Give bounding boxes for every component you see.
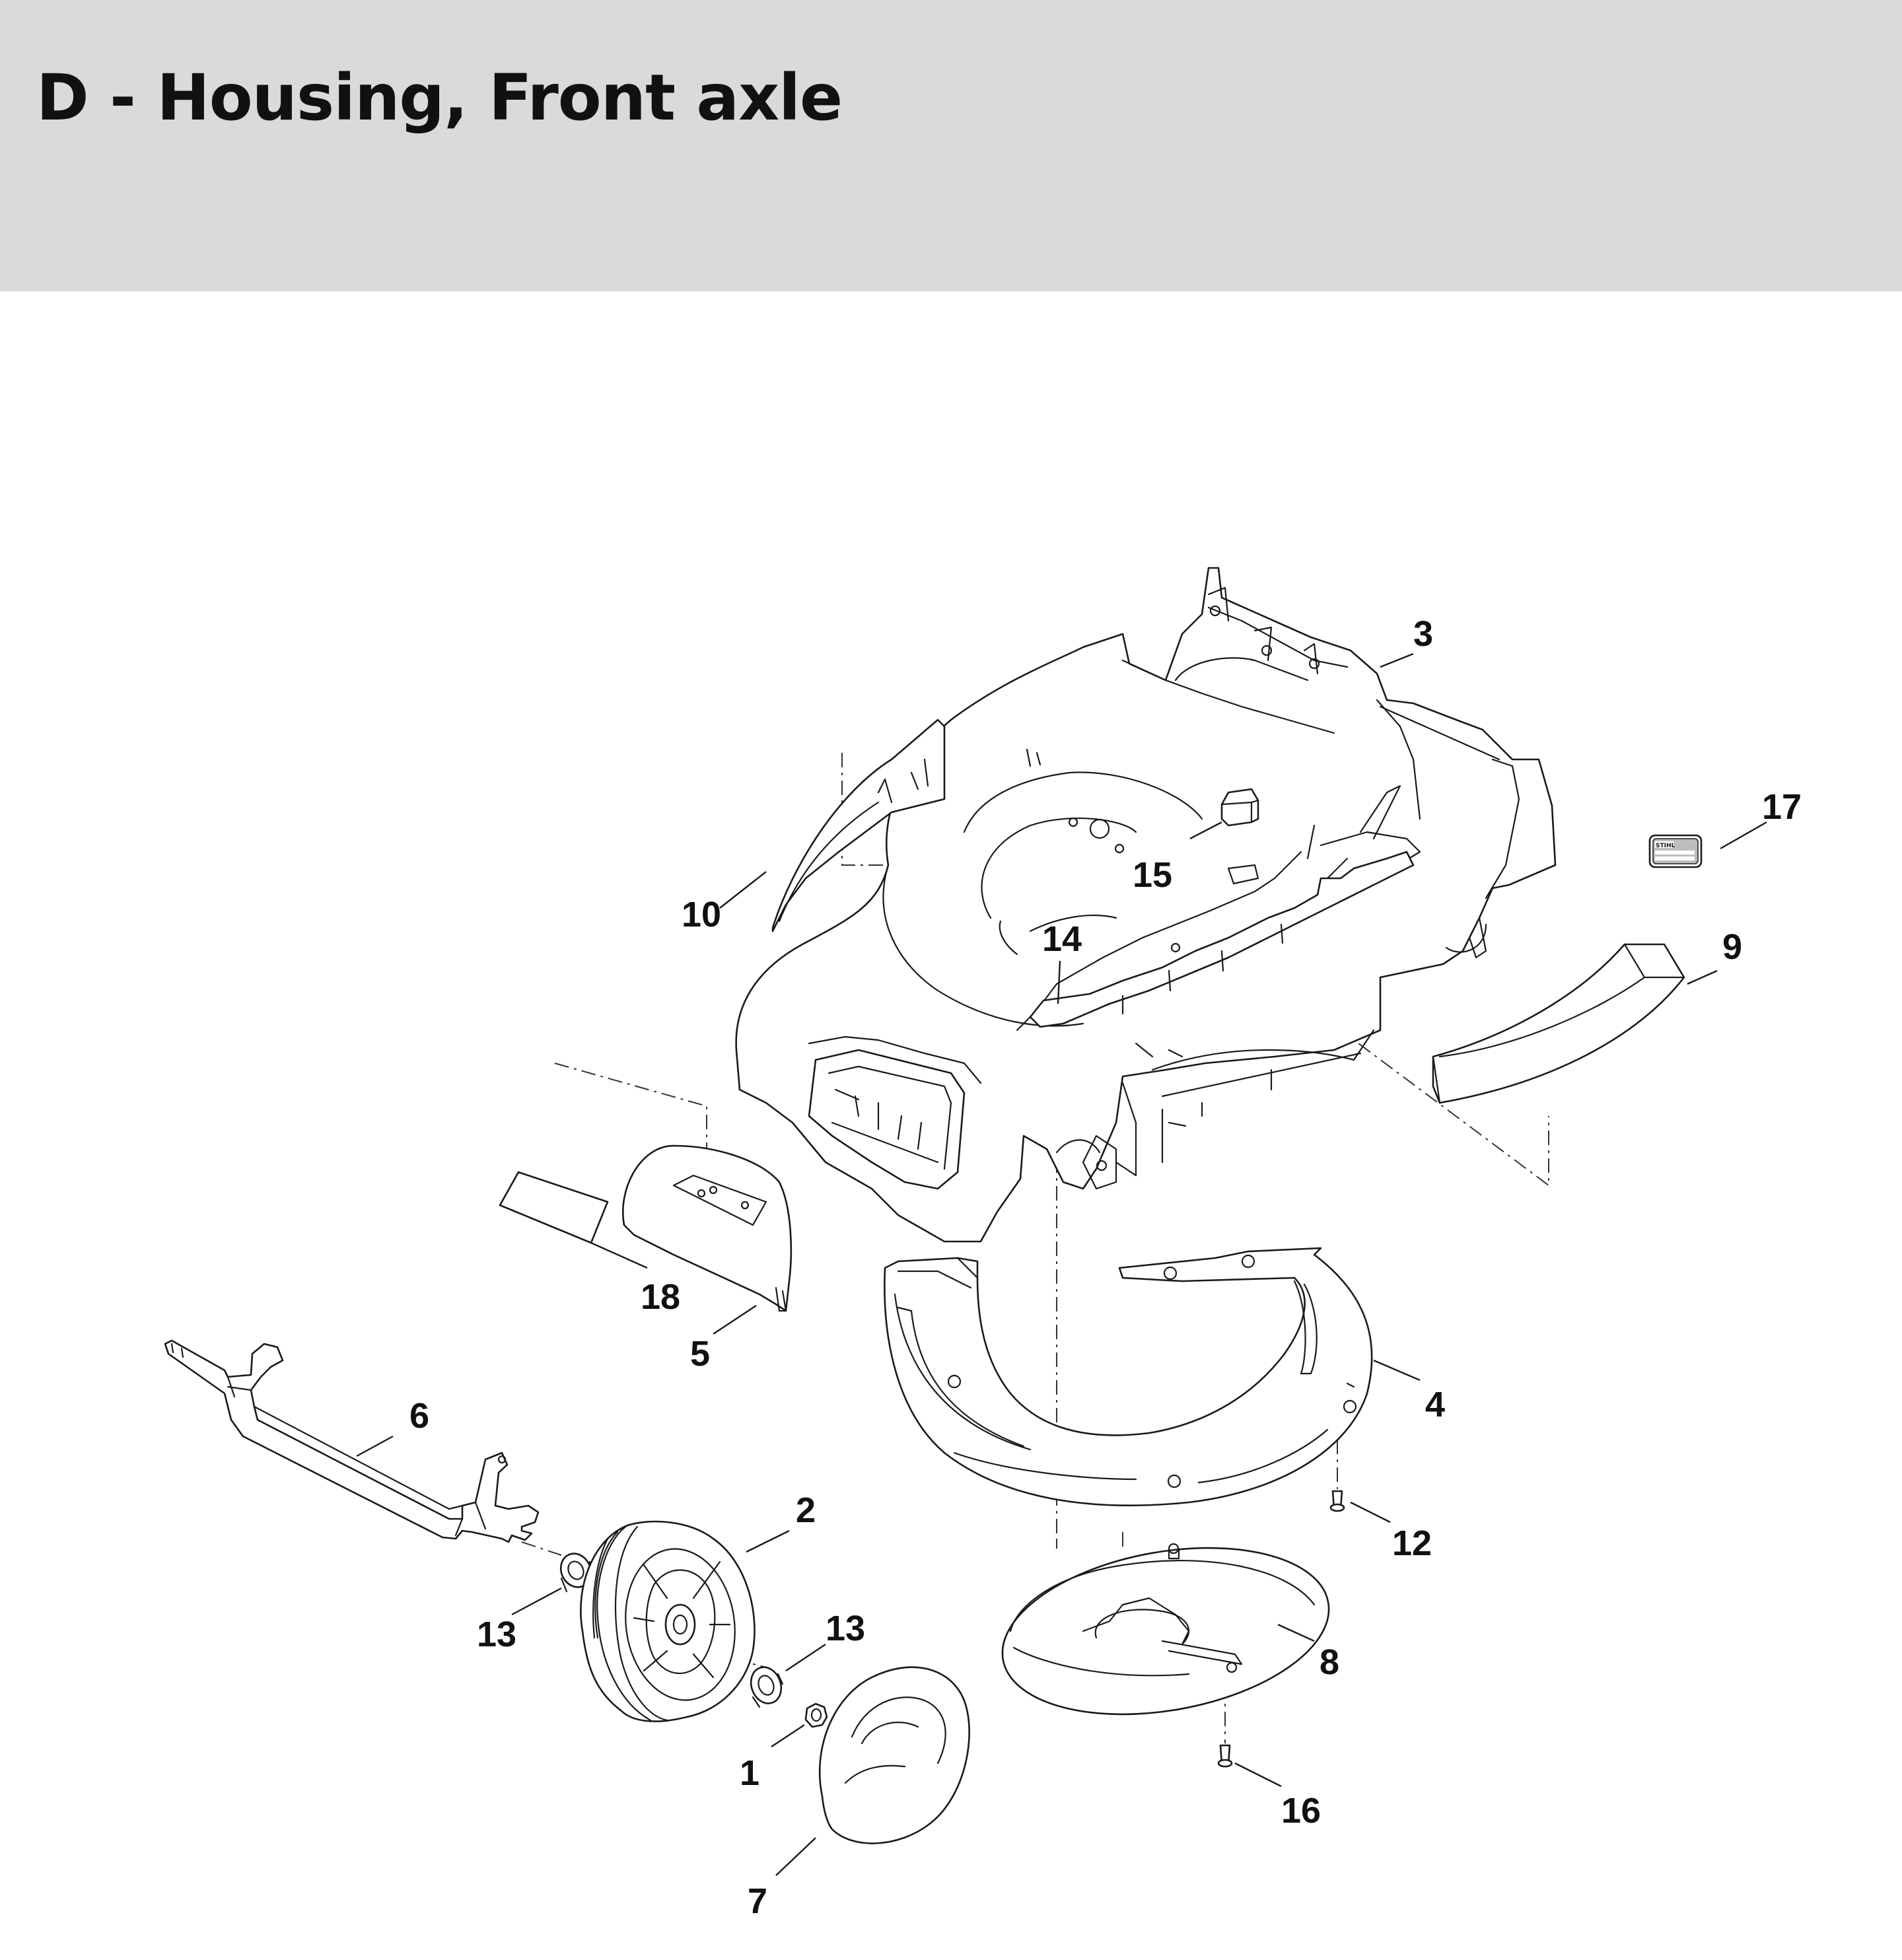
callout-3: 3: [1413, 614, 1433, 654]
part-17-label-plate: STIHL: [1648, 834, 1703, 868]
callout-16: 16: [1281, 1791, 1321, 1831]
header-band: D - Housing, Front axle: [0, 0, 1902, 291]
callout-10: 10: [682, 895, 721, 934]
callout-13-left: 13: [477, 1615, 516, 1654]
part-4-deck-plate: [884, 1247, 1373, 1506]
callout-18: 18: [641, 1277, 680, 1317]
part-6-front-axle: [164, 1339, 540, 1543]
part-1-nut: [804, 1702, 828, 1728]
part-5-cover: [622, 1144, 792, 1312]
callout-14: 14: [1042, 919, 1082, 959]
callout-4: 4: [1425, 1385, 1445, 1424]
callout-8: 8: [1320, 1642, 1339, 1682]
page-title: D - Housing, Front axle: [36, 61, 843, 135]
part-3-housing: [735, 567, 1557, 1243]
callout-15: 15: [1133, 855, 1172, 895]
part-15-clip: [1220, 788, 1259, 885]
callout-6: 6: [409, 1396, 429, 1436]
part-13-bearing-left: [559, 1553, 594, 1593]
part-14-guide-strip: [1029, 851, 1415, 1028]
part-12-screw: [1329, 1490, 1345, 1512]
callout-labels: 3 17 15 10 14 9 18 5 4 6 2 12 13 13 8 1 …: [409, 614, 1802, 1921]
callout-9: 9: [1722, 927, 1742, 967]
leader-lines: [356, 652, 1767, 1876]
callout-13-right: 13: [826, 1609, 865, 1648]
part-2-wheel: [580, 1520, 756, 1722]
label-plate-brand: STIHL: [1656, 843, 1675, 849]
callout-2: 2: [796, 1490, 816, 1530]
part-16-screw: [1217, 1744, 1233, 1768]
part-13-bearing-right: [750, 1666, 784, 1708]
callout-12: 12: [1392, 1523, 1432, 1563]
part-18-pad: [499, 1171, 609, 1244]
part-8-dish: [1001, 1543, 1330, 1716]
callout-7: 7: [748, 1881, 767, 1921]
part-7-hub-cap: [818, 1666, 970, 1844]
callout-5: 5: [690, 1334, 710, 1374]
part-10-side-flap: [771, 718, 946, 932]
callout-1: 1: [740, 1753, 759, 1793]
part-9-rear-flap: [1432, 943, 1685, 1104]
callout-17: 17: [1762, 787, 1802, 827]
